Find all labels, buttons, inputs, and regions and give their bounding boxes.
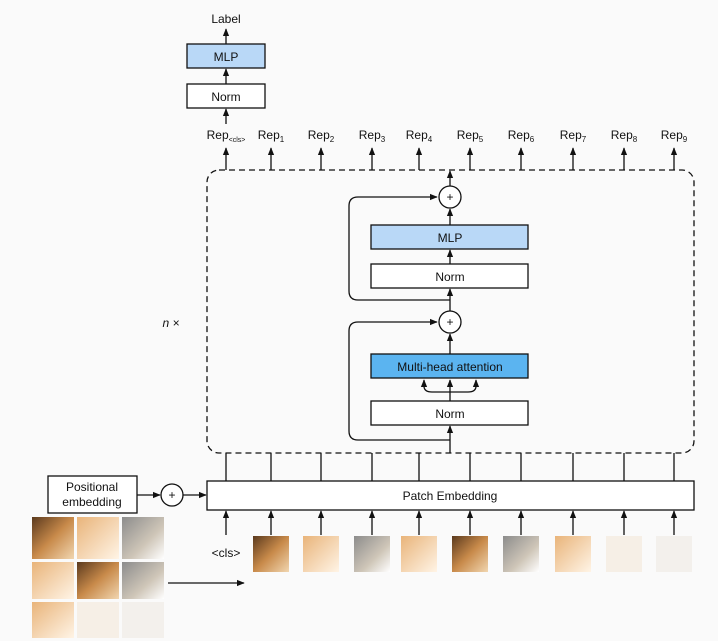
embedding-to-encoder-lines [225, 453, 675, 481]
rep-labels: Rep<cls> Rep1 Rep2 Rep3 Rep4 Rep5 Rep6 Rep7 Rep8… [207, 128, 688, 144]
plus-positional: + [168, 488, 175, 502]
head-mlp-label: MLP [214, 50, 239, 64]
positional-add: + [160, 483, 184, 507]
residual-add-top: + [438, 185, 462, 209]
repeat-label: n × [162, 316, 179, 330]
plus-top: + [446, 190, 453, 204]
patch-embedding-label: Patch Embedding [403, 489, 498, 503]
positional-embedding-box: Positional embedding [47, 475, 138, 514]
patch-thumb-3 [354, 536, 390, 572]
rep-label-0: Rep<cls> [207, 128, 246, 144]
encoder-mlp-box: MLP [370, 224, 529, 250]
rep-label-7: Rep7 [560, 128, 587, 144]
patch-thumb-1 [253, 536, 289, 572]
patch-thumb-8 [606, 536, 642, 572]
head-mlp-box: MLP [186, 43, 266, 69]
rep-label-5: Rep5 [457, 128, 484, 144]
attention-box: Multi-head attention [370, 353, 529, 379]
rep-label-3: Rep3 [359, 128, 386, 144]
rep-label-4: Rep4 [406, 128, 433, 144]
rep-arrows [222, 147, 678, 170]
patch-thumb-4 [401, 536, 437, 572]
label-text: Label [211, 12, 240, 26]
rep-label-2: Rep2 [308, 128, 335, 144]
encoder-norm-lower-label: Norm [435, 407, 464, 421]
input-image-grid [32, 517, 164, 638]
cls-token-label: <cls> [212, 546, 241, 560]
positional-line1: Positional [66, 480, 118, 494]
rep-label-6: Rep6 [508, 128, 535, 144]
attention-label: Multi-head attention [397, 360, 502, 374]
patch-thumb-7 [555, 536, 591, 572]
encoder-norm-upper-label: Norm [435, 270, 464, 284]
head-norm-box: Norm [186, 83, 266, 109]
patches-to-embedding-lines [222, 510, 678, 535]
rep-label-8: Rep8 [611, 128, 638, 144]
patch-thumb-6 [503, 536, 539, 572]
head-norm-label: Norm [211, 90, 240, 104]
rep-label-1: Rep1 [258, 128, 285, 144]
patch-thumb-5 [452, 536, 488, 572]
plus-middle: + [446, 315, 453, 329]
encoder-norm-lower-box: Norm [370, 400, 529, 426]
positional-line2: embedding [62, 495, 121, 509]
patch-thumb-2 [303, 536, 339, 572]
residual-add-middle: + [438, 310, 462, 334]
patch-thumb-9 [656, 536, 692, 572]
encoder-mlp-label: MLP [438, 231, 463, 245]
encoder-norm-upper-box: Norm [370, 263, 529, 289]
rep-label-9: Rep9 [661, 128, 688, 144]
patch-sequence [253, 536, 692, 572]
patch-embedding-box: Patch Embedding [206, 480, 695, 511]
